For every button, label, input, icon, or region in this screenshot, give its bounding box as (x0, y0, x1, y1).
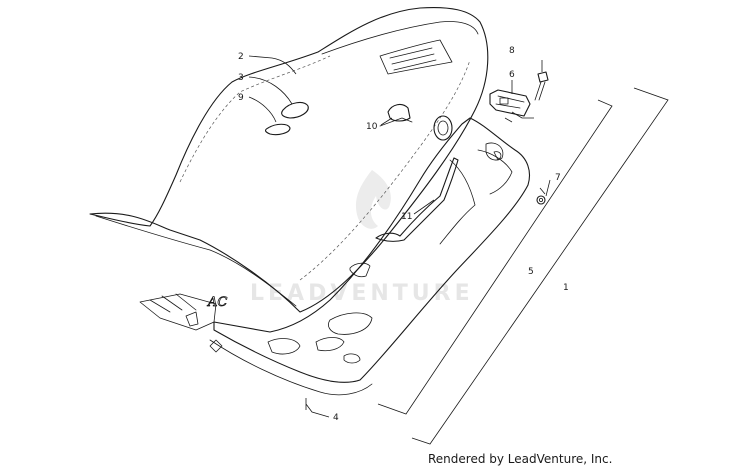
push-nut-7 (536, 195, 546, 205)
latch-bracket (489, 89, 531, 117)
callout-3: 3 (238, 73, 244, 83)
watermark: LEADVENTURE (250, 170, 474, 306)
callout-6: 6 (509, 70, 515, 80)
rendered-by-credit: Rendered by LeadVenture, Inc. (428, 452, 613, 466)
callout-1: 1 (563, 283, 569, 293)
bolt-8 (534, 71, 549, 101)
bracket-5 (377, 99, 613, 415)
callout-11: 11 (401, 212, 412, 222)
callout-10: 10 (366, 122, 378, 132)
bracket-1 (411, 87, 669, 445)
callout-9: 9 (238, 93, 244, 103)
callout-7: 7 (555, 173, 561, 183)
callout-5: 5 (528, 267, 534, 277)
callout-8: 8 (509, 46, 515, 56)
seat-base: AC (139, 117, 531, 396)
callout-2: 2 (238, 52, 244, 62)
seat-cushion (89, 7, 489, 313)
emblem-text: AC (207, 295, 227, 310)
leader-lines (248, 55, 551, 418)
callout-labels: 1 2 3 4 5 6 7 8 9 10 11 (238, 46, 569, 423)
watermark-text: LEADVENTURE (250, 281, 474, 306)
callout-4: 4 (333, 413, 339, 423)
